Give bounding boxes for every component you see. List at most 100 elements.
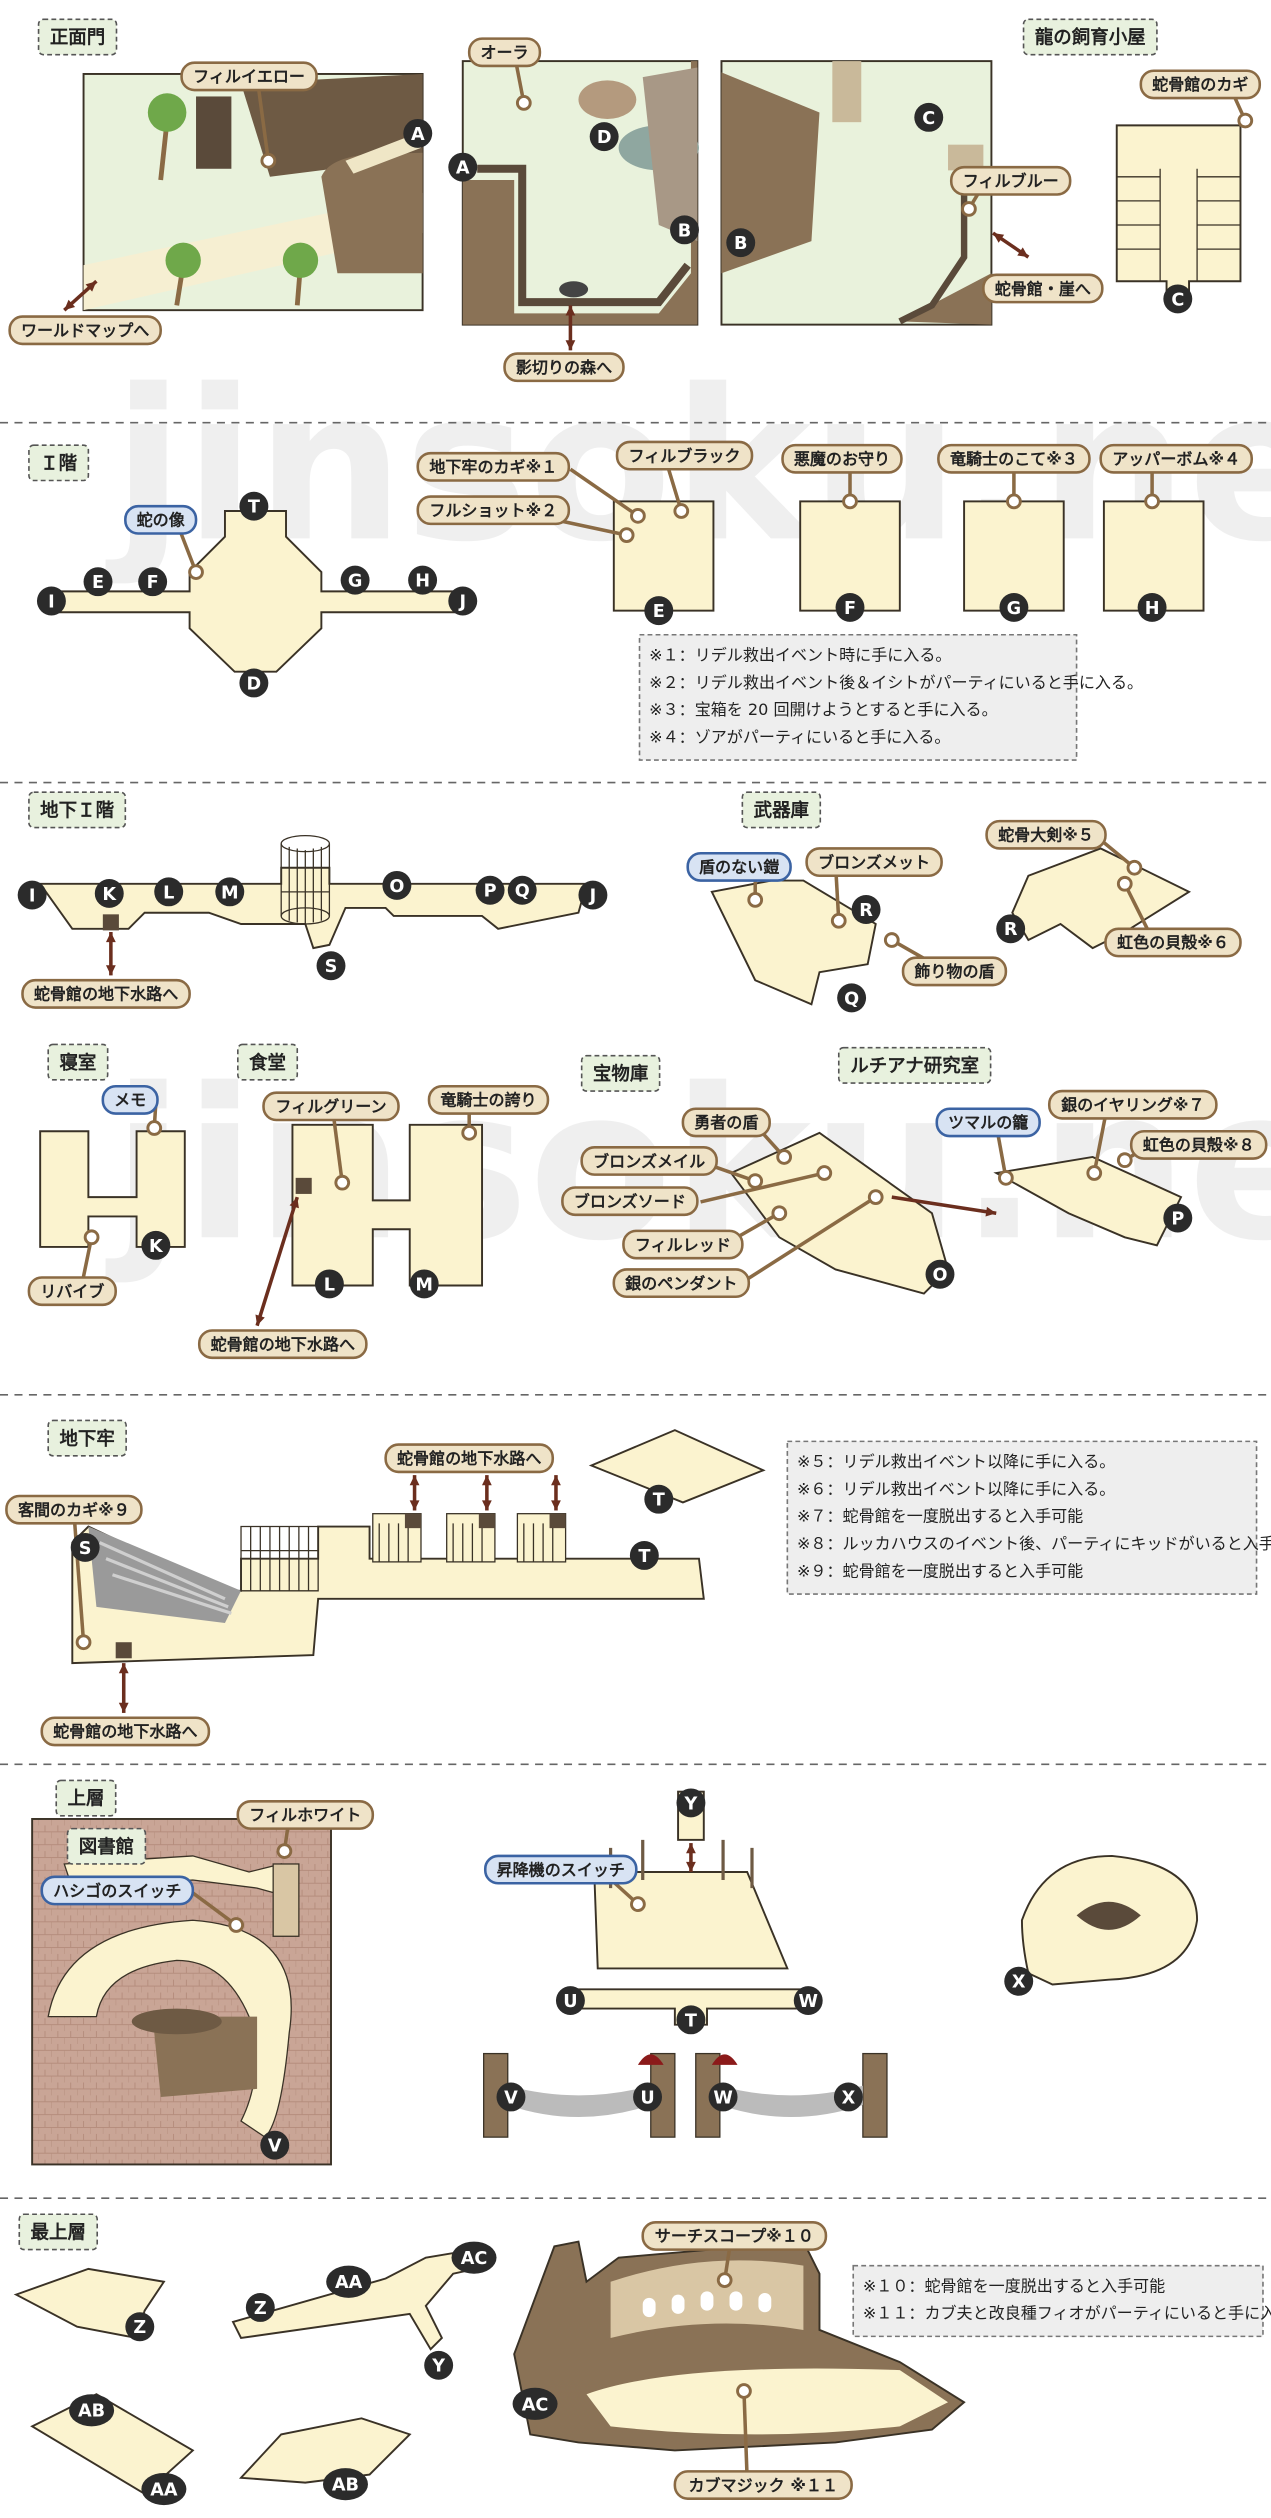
notes-notes1: ※１：リデル救出イベント時に手に入る。※２：リデル救出イベント後＆イシトがパーテ…	[638, 633, 1143, 761]
tag-text: ブロンズメット	[818, 853, 930, 872]
leader-line-33	[742, 2390, 749, 2480]
tags: 正面門龍の飼育小屋Ｉ階地下Ｉ階武器庫寝室食堂宝物庫ルチアナ研究室地下牢上層図書館…	[5, 18, 1268, 2500]
gate-pillar	[196, 96, 232, 169]
tag-text: Ｉ階	[40, 453, 77, 474]
tag-text: 武器庫	[754, 800, 809, 822]
marker-d: D	[239, 668, 269, 698]
marker-u: U	[555, 1986, 585, 2016]
leader-dot-18	[334, 1174, 351, 1191]
tag-text: 蛇骨館の地下水路へ	[397, 1449, 541, 1468]
leader-dot-17	[83, 1229, 100, 1246]
marker-a: A	[448, 152, 478, 182]
svg-text:H: H	[415, 572, 430, 592]
note-line: ※８：ルッカハウスのイベント後、パーティにキッドがいると入手可能	[797, 1534, 1271, 1553]
marker-v: V	[496, 2082, 526, 2112]
tag-bronze-helm: ブロンズメット	[805, 847, 943, 878]
arrow-lift	[686, 1843, 696, 1873]
tag-shadow-forest: 影切りの森へ	[503, 352, 625, 383]
marker-t: T	[676, 2005, 706, 2035]
tag-text: フィルレッド	[635, 1235, 731, 1254]
dungeon-room-t	[588, 1429, 766, 1504]
tag-fil-black: フィルブラック	[615, 440, 754, 471]
tag-fil-white: フィルホワイト	[236, 1800, 375, 1830]
note-line: ※６：リデル救出イベント以降に手に入る。	[797, 1479, 1115, 1498]
marker-l: L	[154, 877, 184, 907]
svg-text:W: W	[798, 1992, 817, 2012]
marker-aa: AA	[326, 2265, 372, 2298]
svg-text:O: O	[389, 877, 404, 897]
dungeon-gate	[240, 1525, 319, 1592]
tag-text: ブロンズメイル	[593, 1152, 705, 1171]
marker-l: L	[314, 1269, 344, 1299]
tag-text: ワールドマップへ	[21, 321, 149, 340]
svg-text:G: G	[1007, 599, 1022, 619]
note-line: ※１０：蛇骨館を一度脱出すると入手可能	[863, 2276, 1165, 2295]
svg-text:AB: AB	[332, 2476, 359, 2496]
svg-text:Y: Y	[431, 2357, 445, 2377]
svg-text:E: E	[653, 602, 665, 622]
tag-b1: 地下Ｉ階	[28, 791, 127, 829]
marker-q: Q	[507, 875, 537, 905]
svg-text:O: O	[932, 1266, 947, 1286]
tag-decorated-shield: 飾り物の盾	[901, 956, 1008, 987]
leader-dot-1	[515, 95, 532, 111]
aura-building	[642, 67, 698, 242]
marker-t: T	[629, 1540, 659, 1570]
arrow-dungeon-bottom-waterway	[118, 1663, 129, 1713]
tag-aura: オーラ	[467, 37, 542, 68]
tag-text: 食堂	[248, 1052, 286, 1074]
palm-tree-icon	[147, 93, 319, 306]
marker-z: Z	[245, 2292, 275, 2322]
bridge-right	[719, 2085, 863, 2118]
svg-text:E: E	[92, 573, 104, 593]
tag-full-shot: フルショット※２	[416, 495, 571, 526]
arrow-treasury-to-lab	[891, 1195, 997, 1217]
barn-floor-plan	[1115, 124, 1242, 299]
aura-path-wall	[462, 61, 698, 325]
tag-top: 最上層	[18, 2213, 99, 2251]
svg-text:Z: Z	[254, 2299, 267, 2319]
tag-bronze-sword: ブロンズソード	[561, 1186, 699, 1217]
tag-bedroom: 寝室	[47, 1043, 109, 1081]
marker-j: J	[448, 586, 478, 616]
tag-ladder-switch: ハシゴのスイッチ	[40, 1875, 195, 1906]
svg-text:I: I	[29, 886, 36, 906]
tag-text: フルショット※２	[429, 501, 557, 520]
tag-text: ツマルの籠	[948, 1113, 1028, 1132]
svg-text:P: P	[484, 882, 497, 902]
tag-text: 昇降機のスイッチ	[497, 1860, 625, 1879]
svg-text:L: L	[324, 1275, 335, 1295]
aura-tower	[578, 80, 637, 119]
leader-dot-9	[1144, 493, 1160, 510]
svg-text:D: D	[247, 674, 262, 694]
tag-to-waterway: 蛇骨館の地下水路へ	[40, 1716, 211, 1747]
tag-snake-sword: 蛇骨大剣※５	[985, 819, 1107, 850]
svg-text:K: K	[149, 1237, 164, 1257]
aura-walkway	[477, 164, 691, 307]
svg-text:AB: AB	[78, 2402, 105, 2422]
room-h	[1102, 500, 1205, 612]
tag-text: アッパーボム※４	[1112, 450, 1240, 469]
tag-fil-green: フィルグリーン	[262, 1091, 400, 1122]
leader-dot-25	[998, 1169, 1014, 1186]
marker-v: V	[260, 2130, 290, 2160]
tag-dragon-barn: 龍の飼育小屋	[1022, 18, 1158, 56]
tag-f1: Ｉ階	[28, 444, 90, 482]
tag-text: 銀のイヤリング※７	[1061, 1096, 1205, 1115]
tag-lab: ルチアナ研究室	[837, 1046, 992, 1084]
marker-u: U	[633, 2082, 663, 2112]
svg-text:AA: AA	[335, 2273, 363, 2293]
tag-text: 客間のカギ※９	[18, 1500, 130, 1519]
tag-treasury: 宝物庫	[580, 1054, 661, 1092]
marker-k: K	[141, 1230, 171, 1260]
leader-dot-21	[747, 1173, 764, 1189]
leader-dot-7	[842, 493, 858, 510]
leader-dot-28	[75, 1634, 92, 1651]
room-g	[963, 500, 1065, 612]
marker-w: W	[708, 2082, 738, 2112]
note-line: ※１：リデル救出イベント時に手に入る。	[649, 645, 951, 664]
notes-notes2: ※５：リデル救出イベント以降に手に入る。※６：リデル救出イベント以降に手に入る。…	[786, 1440, 1271, 1595]
b1-exit-block	[102, 914, 119, 931]
marker-g: G	[999, 592, 1029, 622]
